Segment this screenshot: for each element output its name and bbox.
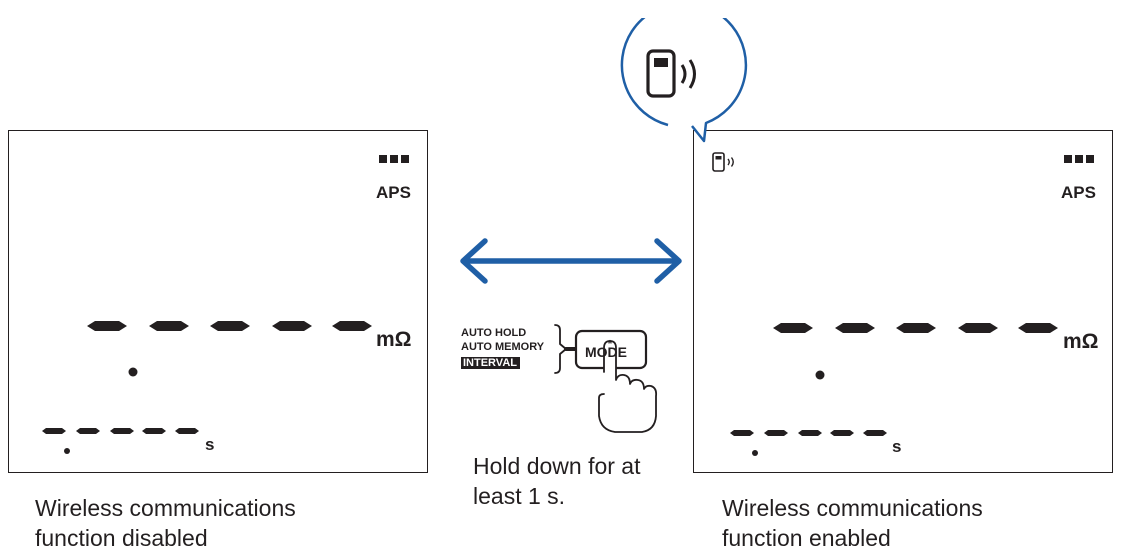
dash-small-4: [830, 430, 854, 436]
dash-small-2: [764, 430, 788, 436]
dash-main-5: [332, 321, 372, 331]
aps-label: APS: [376, 183, 411, 202]
dash-main-3: [210, 321, 250, 331]
hold-instruction: Hold down for at least 1 s.: [473, 453, 641, 509]
auto-memory-label: AUTO MEMORY: [461, 341, 545, 353]
unit-seconds: s: [205, 435, 215, 454]
battery-icon: [1064, 155, 1094, 163]
dash-main-4: [272, 321, 312, 331]
decimal-point-main: [815, 370, 825, 380]
wireless-icon: [646, 49, 696, 98]
dash-main-4: [958, 323, 998, 333]
lcd-dashes: [42, 321, 372, 454]
unit-milliohm: mΩ: [1063, 330, 1099, 353]
wireless-icon: [712, 152, 734, 172]
mode-button-illustration: AUTO HOLD AUTO MEMORY INTERVAL MODE: [458, 318, 688, 448]
unit-milliohm: mΩ: [376, 328, 412, 351]
double-headed-arrow-icon: [460, 238, 682, 284]
dash-small-1: [42, 428, 66, 434]
lcd-dashes: [730, 323, 1058, 456]
decimal-point-main: [128, 367, 138, 377]
auto-hold-label: AUTO HOLD: [461, 327, 527, 339]
decimal-point-small: [64, 448, 70, 454]
dash-small-3: [110, 428, 134, 434]
dash-small-1: [730, 430, 754, 436]
dash-main-3: [896, 323, 936, 333]
dash-main-5: [1018, 323, 1058, 333]
dash-main-1: [87, 321, 127, 331]
callout-bubble: [620, 18, 748, 143]
dash-main-2: [149, 321, 189, 331]
caption-enabled: Wireless communications function enabled: [722, 495, 983, 551]
dash-small-5: [863, 430, 887, 436]
dash-small-4: [142, 428, 166, 434]
dash-main-1: [773, 323, 813, 333]
pointing-hand-icon: [598, 340, 658, 433]
lcd-panel-disabled: APS mΩ s: [8, 130, 428, 473]
lcd-panel-enabled: APS mΩ s: [693, 130, 1113, 473]
dash-small-5: [175, 428, 199, 434]
dash-small-3: [798, 430, 822, 436]
unit-seconds: s: [892, 437, 902, 456]
dash-main-2: [835, 323, 875, 333]
battery-icon: [379, 155, 409, 163]
dash-small-2: [76, 428, 100, 434]
mode-button-label[interactable]: MODE: [585, 344, 627, 360]
caption-disabled: Wireless communications function disable…: [35, 495, 296, 551]
interval-label: INTERVAL: [461, 357, 520, 369]
aps-label: APS: [1061, 183, 1096, 202]
decimal-point-small: [752, 450, 758, 456]
